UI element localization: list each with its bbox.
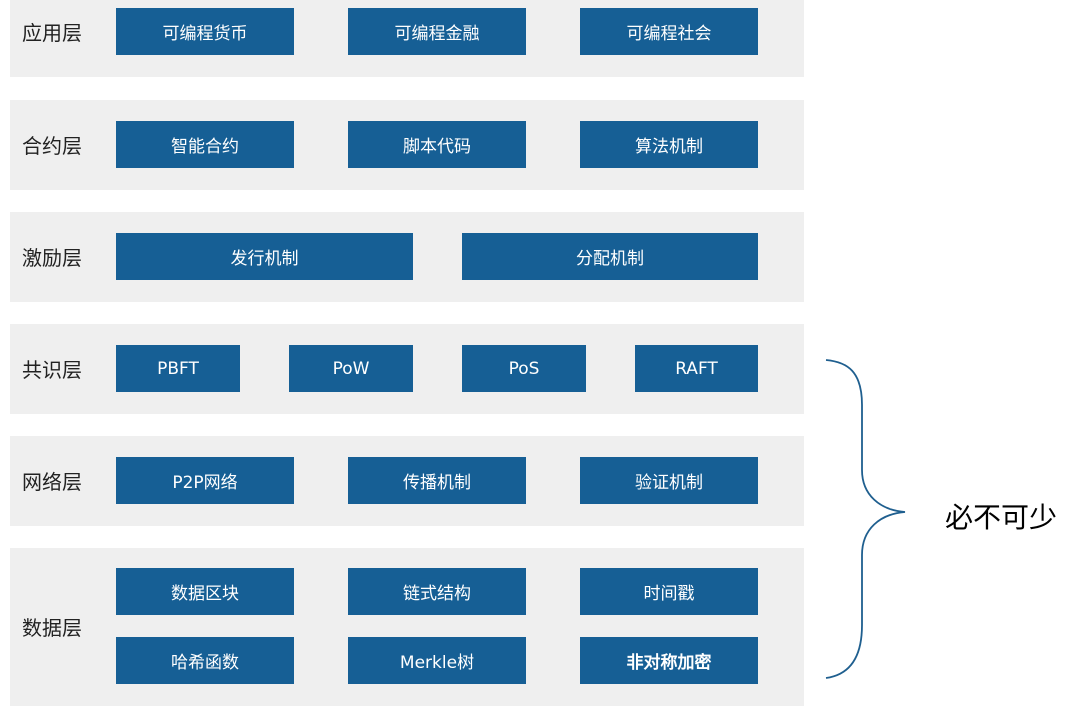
node-script-code: 脚本代码 — [348, 121, 526, 168]
layer-band-app: 应用层 可编程货币 可编程金融 可编程社会 — [10, 0, 804, 77]
layer-label-consensus: 共识层 — [22, 358, 82, 382]
node-pbft: PBFT — [116, 345, 240, 392]
node-programmable-currency: 可编程货币 — [116, 8, 294, 55]
layer-label-contract: 合约层 — [22, 134, 82, 158]
layer-band-incentive: 激励层 发行机制 分配机制 — [10, 212, 804, 302]
layer-label-incentive: 激励层 — [22, 246, 82, 270]
node-verification-mechanism: 验证机制 — [580, 457, 758, 504]
layer-band-contract: 合约层 智能合约 脚本代码 算法机制 — [10, 100, 804, 190]
layer-label-network: 网络层 — [22, 470, 82, 494]
node-propagation-mechanism: 传播机制 — [348, 457, 526, 504]
node-pos: PoS — [462, 345, 586, 392]
node-asymmetric-encryption: 非对称加密 — [580, 637, 758, 684]
node-programmable-society: 可编程社会 — [580, 8, 758, 55]
node-data-block: 数据区块 — [116, 568, 294, 615]
node-timestamp: 时间戳 — [580, 568, 758, 615]
layer-band-data: 数据层 数据区块 链式结构 时间戳 哈希函数 Merkle树 非对称加密 — [10, 548, 804, 706]
node-programmable-finance: 可编程金融 — [348, 8, 526, 55]
layer-band-consensus: 共识层 PBFT PoW PoS RAFT — [10, 324, 804, 414]
layer-label-app: 应用层 — [22, 21, 82, 45]
node-p2p-network: P2P网络 — [116, 457, 294, 504]
brace-label: 必不可少 — [945, 501, 1058, 534]
layer-band-network: 网络层 P2P网络 传播机制 验证机制 — [10, 436, 804, 526]
layer-label-data: 数据层 — [22, 616, 82, 640]
node-raft: RAFT — [635, 345, 758, 392]
node-issuance-mechanism: 发行机制 — [116, 233, 413, 280]
node-pow: PoW — [289, 345, 413, 392]
node-distribution-mechanism: 分配机制 — [462, 233, 758, 280]
node-smart-contract: 智能合约 — [116, 121, 294, 168]
node-chain-structure: 链式结构 — [348, 568, 526, 615]
node-algorithm-mechanism: 算法机制 — [580, 121, 758, 168]
node-merkle-tree: Merkle树 — [348, 637, 526, 684]
node-hash-function: 哈希函数 — [116, 637, 294, 684]
